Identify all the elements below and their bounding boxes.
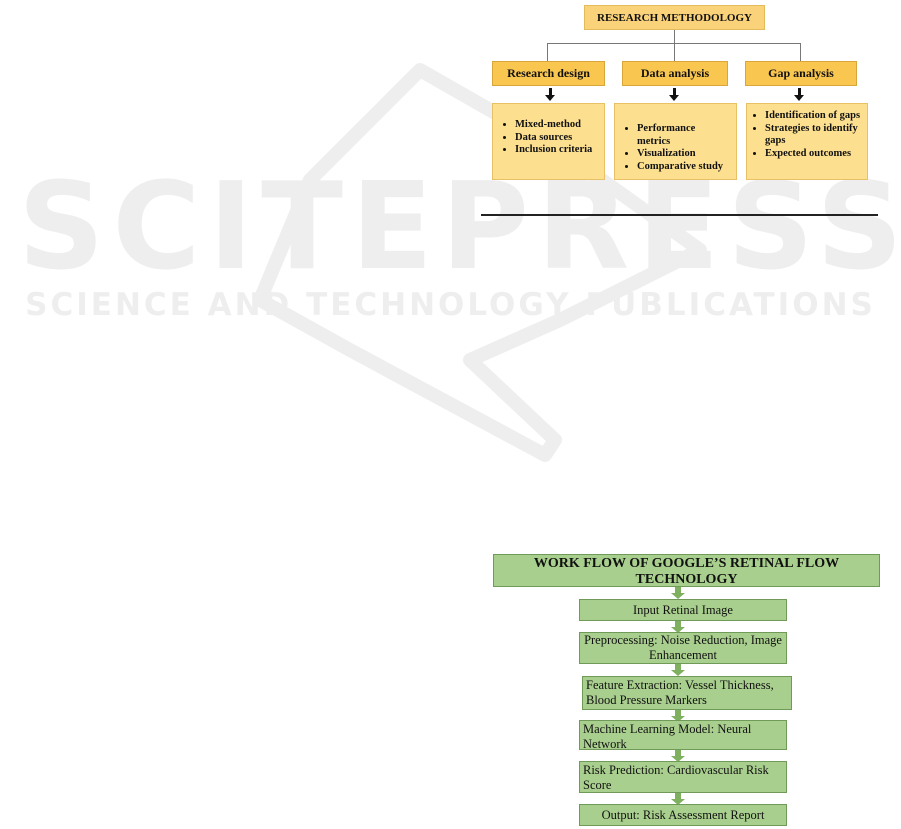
- list-item: Performance metrics: [637, 123, 730, 148]
- list-item: Mixed-method: [515, 119, 598, 132]
- down-arrow-stem: [673, 88, 676, 95]
- content-research-design: Mixed-method Data sources Inclusion crit…: [492, 103, 605, 180]
- list-item: Data sources: [515, 132, 598, 145]
- heading-research-design: Research design: [492, 61, 605, 86]
- step-machine-learning-model: Machine Learning Model: Neural Network: [579, 720, 787, 751]
- down-arrow-stem: [549, 88, 552, 95]
- down-arrow-icon: [794, 95, 804, 101]
- down-arrow-icon: [669, 95, 679, 101]
- methodology-title: RESEARCH METHODOLOGY: [584, 5, 765, 30]
- down-arrow-icon: [545, 95, 555, 101]
- green-down-arrow-icon: [671, 664, 685, 676]
- green-down-arrow-icon: [671, 621, 685, 633]
- list-item: Visualization: [637, 148, 730, 161]
- step-preprocessing: Preprocessing: Noise Reduction, Image En…: [579, 632, 787, 664]
- connector-vertical-root: [674, 30, 675, 43]
- workflow-title: WORK FLOW OF GOOGLE’S RETINAL FLOW TECHN…: [493, 554, 880, 587]
- connector-right: [800, 43, 801, 61]
- watermark-title: SCITEPRESS: [18, 158, 901, 297]
- step-output-report: Output: Risk Assessment Report: [579, 804, 787, 826]
- watermark-subtitle: SCIENCE AND TECHNOLOGY PUBLICATIONS: [25, 287, 876, 323]
- list-item: Inclusion criteria: [515, 144, 598, 157]
- green-down-arrow-icon: [671, 587, 685, 599]
- green-down-arrow-icon: [671, 750, 685, 762]
- list-item: Comparative study: [637, 161, 730, 174]
- step-risk-prediction: Risk Prediction: Cardiovascular Risk Sco…: [579, 761, 787, 793]
- list-item: Expected outcomes: [765, 148, 861, 161]
- green-down-arrow-icon: [671, 793, 685, 805]
- connector-left: [547, 43, 548, 61]
- step-feature-extraction: Feature Extraction: Vessel Thickness, Bl…: [582, 676, 792, 710]
- list-item: Identification of gaps: [765, 110, 861, 123]
- heading-data-analysis: Data analysis: [622, 61, 728, 86]
- content-gap-analysis: Identification of gaps Strategies to ide…: [746, 103, 868, 180]
- horizontal-divider: [481, 214, 878, 216]
- step-input-retinal-image: Input Retinal Image: [579, 599, 787, 621]
- list-item: Strategies to identify gaps: [765, 123, 861, 148]
- green-down-arrow-icon: [671, 710, 685, 722]
- content-data-analysis: Performance metrics Visualization Compar…: [614, 103, 737, 180]
- down-arrow-stem: [798, 88, 801, 95]
- connector-middle: [674, 43, 675, 61]
- heading-gap-analysis: Gap analysis: [745, 61, 857, 86]
